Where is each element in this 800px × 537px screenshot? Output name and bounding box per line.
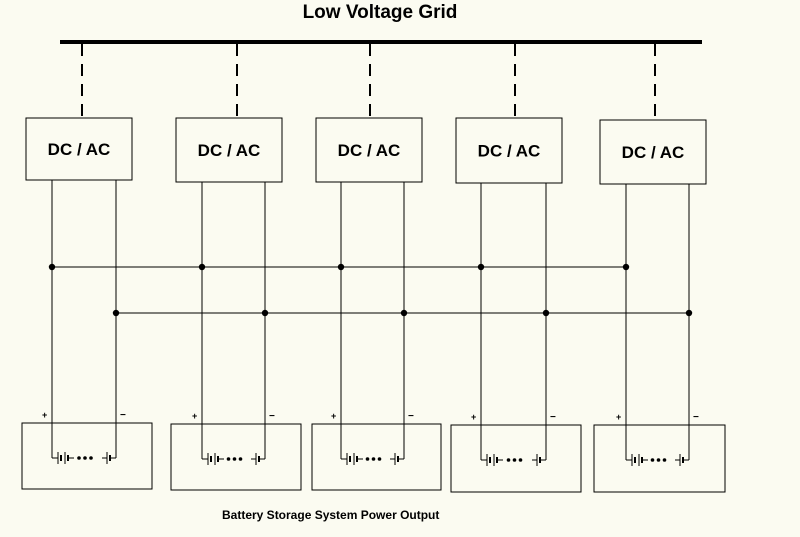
- inverter-box: [175, 117, 283, 183]
- battery-box: [593, 424, 726, 493]
- plus-sign: +: [42, 410, 47, 420]
- inverter-box: [315, 117, 423, 183]
- minus-sign: −: [120, 410, 126, 421]
- inverter-label: DC / AC: [622, 143, 685, 162]
- minus-sign: −: [550, 412, 556, 423]
- junction-dot: [337, 263, 345, 271]
- plus-sign: +: [331, 411, 336, 421]
- inverter-label: DC / AC: [198, 141, 261, 160]
- battery-box: [170, 423, 302, 491]
- junction-dot: [542, 309, 550, 317]
- junction-dot: [261, 309, 269, 317]
- inverter-label: DC / AC: [338, 141, 401, 160]
- unit-4: DC / AC + −: [450, 44, 582, 493]
- plus-sign: +: [471, 412, 476, 422]
- battery-cell-icon: [341, 453, 404, 465]
- unit-5: DC / AC + −: [593, 44, 726, 493]
- battery-box: [21, 422, 153, 490]
- battery-cell-icon: [626, 454, 689, 466]
- minus-sign: −: [408, 411, 414, 422]
- inverter-box: [455, 117, 563, 184]
- junction-dot: [198, 263, 206, 271]
- inverter-label: DC / AC: [478, 142, 541, 161]
- junction-dot: [477, 263, 485, 271]
- unit-2: DC / AC + −: [170, 44, 302, 491]
- junction-dot: [400, 309, 408, 317]
- junction-dot: [112, 309, 120, 317]
- battery-cell-icon: [52, 452, 116, 464]
- battery-box: [311, 423, 442, 491]
- inverter-box: [25, 117, 133, 181]
- unit-3: DC / AC + −: [311, 44, 442, 491]
- minus-sign: −: [269, 411, 275, 422]
- junction-dot: [685, 309, 693, 317]
- minus-sign: −: [693, 412, 699, 423]
- battery-cell-icon: [481, 454, 546, 466]
- junction-dot: [48, 263, 56, 271]
- plus-sign: +: [192, 411, 197, 421]
- diagram-caption: Battery Storage System Power Output: [222, 508, 440, 522]
- plus-sign: +: [616, 412, 621, 422]
- junction-dot: [622, 263, 630, 271]
- battery-cell-icon: [202, 453, 265, 465]
- inverter-box: [599, 119, 707, 185]
- inverter-label: DC / AC: [48, 140, 111, 159]
- battery-box: [450, 424, 582, 493]
- diagram-title: Low Voltage Grid: [302, 2, 458, 23]
- unit-1: DC / AC + −: [21, 44, 153, 490]
